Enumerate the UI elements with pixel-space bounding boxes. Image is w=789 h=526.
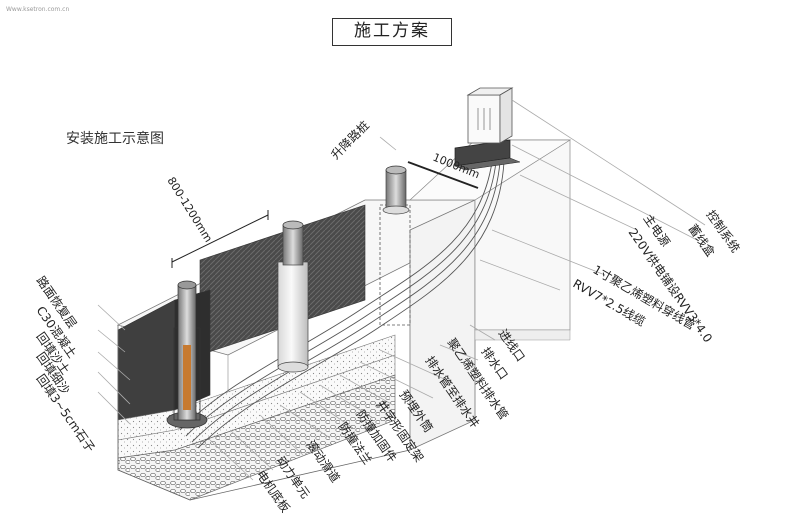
watermark-text: Www.ksetron.com.cn bbox=[6, 6, 70, 13]
dimension-width-label: 800-1200mm bbox=[164, 175, 214, 245]
bollard-middle bbox=[277, 220, 309, 373]
control-cabinet bbox=[454, 87, 521, 171]
label-bollard: 升降路桩 bbox=[328, 118, 373, 163]
bollard-left bbox=[166, 280, 208, 429]
diagram-subtitle: 安装施工示意图 bbox=[66, 131, 164, 147]
bollard-right bbox=[382, 165, 410, 215]
leader-lines bbox=[97, 99, 706, 481]
conduits bbox=[179, 161, 505, 449]
page-title: 施工方案 bbox=[332, 18, 452, 46]
